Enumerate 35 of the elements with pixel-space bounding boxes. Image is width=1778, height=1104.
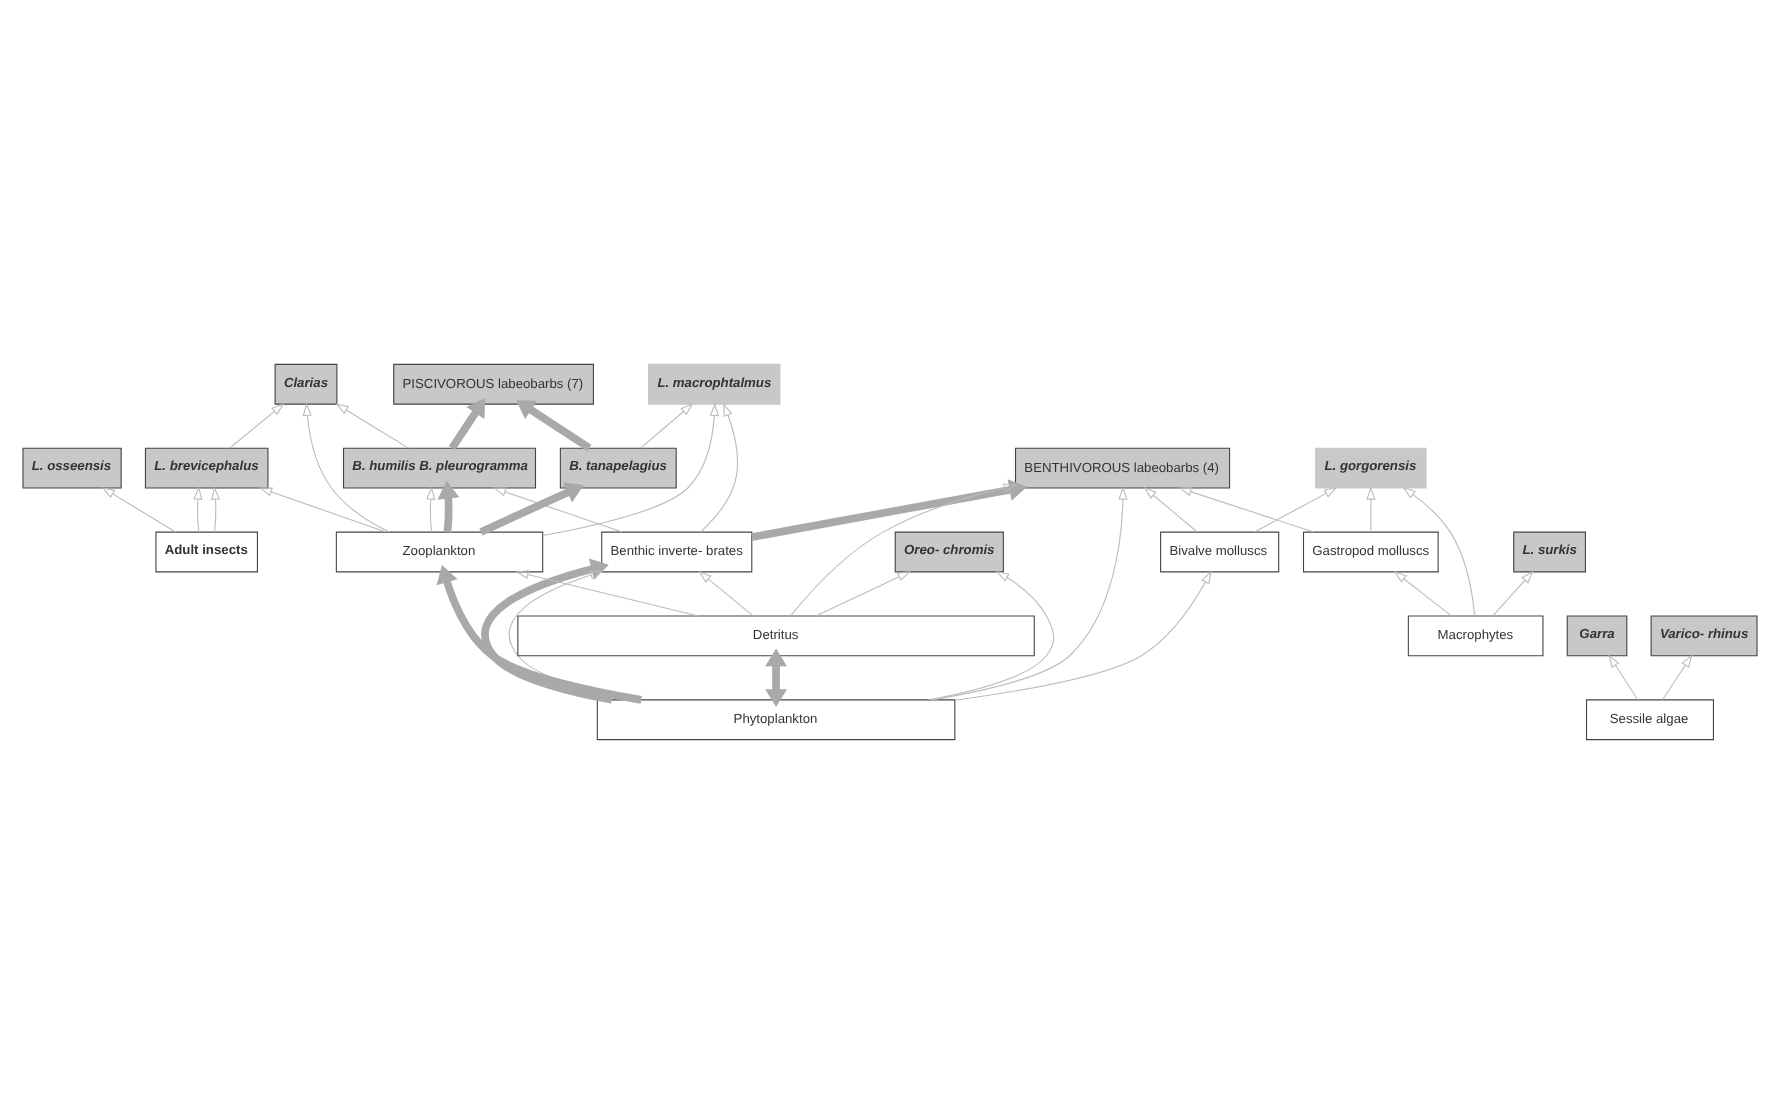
arrow <box>425 486 435 533</box>
arrow <box>930 486 1127 701</box>
arrow <box>514 570 698 617</box>
arrow <box>1607 654 1638 701</box>
arrow <box>301 402 389 533</box>
arrow <box>1491 570 1533 617</box>
arrow <box>436 480 459 533</box>
arrow <box>334 403 409 449</box>
arrow <box>257 487 386 533</box>
arrow <box>764 648 787 708</box>
arrow <box>515 400 591 452</box>
arrow <box>1142 487 1197 533</box>
arrow <box>1253 487 1337 533</box>
arrow <box>100 487 175 533</box>
arrow <box>541 402 718 537</box>
arrow <box>1365 486 1375 533</box>
arrow <box>953 570 1211 701</box>
arrow <box>1401 487 1475 617</box>
arrow <box>814 571 910 617</box>
arrow <box>1177 487 1314 533</box>
arrow <box>209 486 220 533</box>
arrow <box>491 487 622 533</box>
arrow <box>927 571 1054 701</box>
arrow <box>192 486 202 533</box>
arrow <box>698 402 737 533</box>
arrow <box>639 403 693 449</box>
arrow <box>750 479 1027 541</box>
arrow <box>789 483 1016 617</box>
arrow <box>447 398 485 451</box>
arrow <box>697 570 753 617</box>
arrow <box>1661 654 1692 701</box>
arrow <box>480 558 612 704</box>
arrow <box>1392 570 1451 617</box>
arrow <box>228 403 284 449</box>
arrow <box>478 482 583 536</box>
